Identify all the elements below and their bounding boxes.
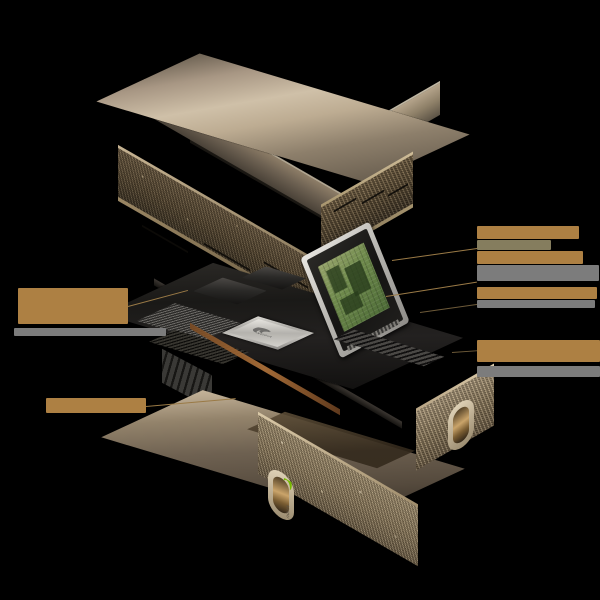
- callout-right-4-title: [477, 340, 600, 362]
- nvidia-bezel-wordmark: NVIDIA: [286, 504, 291, 520]
- part-mainboard: NVIDIA: [102, 221, 468, 433]
- callout-left-2-title: [46, 398, 146, 413]
- front-bezel-left: NVIDIA: [268, 464, 294, 526]
- callout-right-1-subtitle: [477, 240, 551, 250]
- svg-text:NVIDIA: NVIDIA: [255, 332, 273, 338]
- callout-right-1-title: [477, 226, 579, 239]
- callout-right-3-title: [477, 287, 597, 299]
- front-vent: [453, 403, 469, 447]
- callout-right-2-subtitle: [477, 265, 599, 281]
- part-soc-package: NVIDIA: [221, 316, 315, 350]
- callout-right-4-subtitle: [477, 366, 600, 377]
- part-bottom-tray: NVIDIA: [101, 363, 498, 567]
- callout-left-1-subtitle: [14, 328, 166, 336]
- module-chip: [339, 290, 364, 316]
- callout-right-2-title: [477, 251, 583, 264]
- nvidia-eye-logo-icon: NVIDIA: [252, 327, 274, 338]
- callout-left-1-title: [18, 288, 128, 324]
- callout-right-3-subtitle: [477, 300, 595, 308]
- nvidia-bezel-logo-icon: NVIDIA: [283, 476, 292, 520]
- soc-die-surface: NVIDIA: [229, 319, 307, 347]
